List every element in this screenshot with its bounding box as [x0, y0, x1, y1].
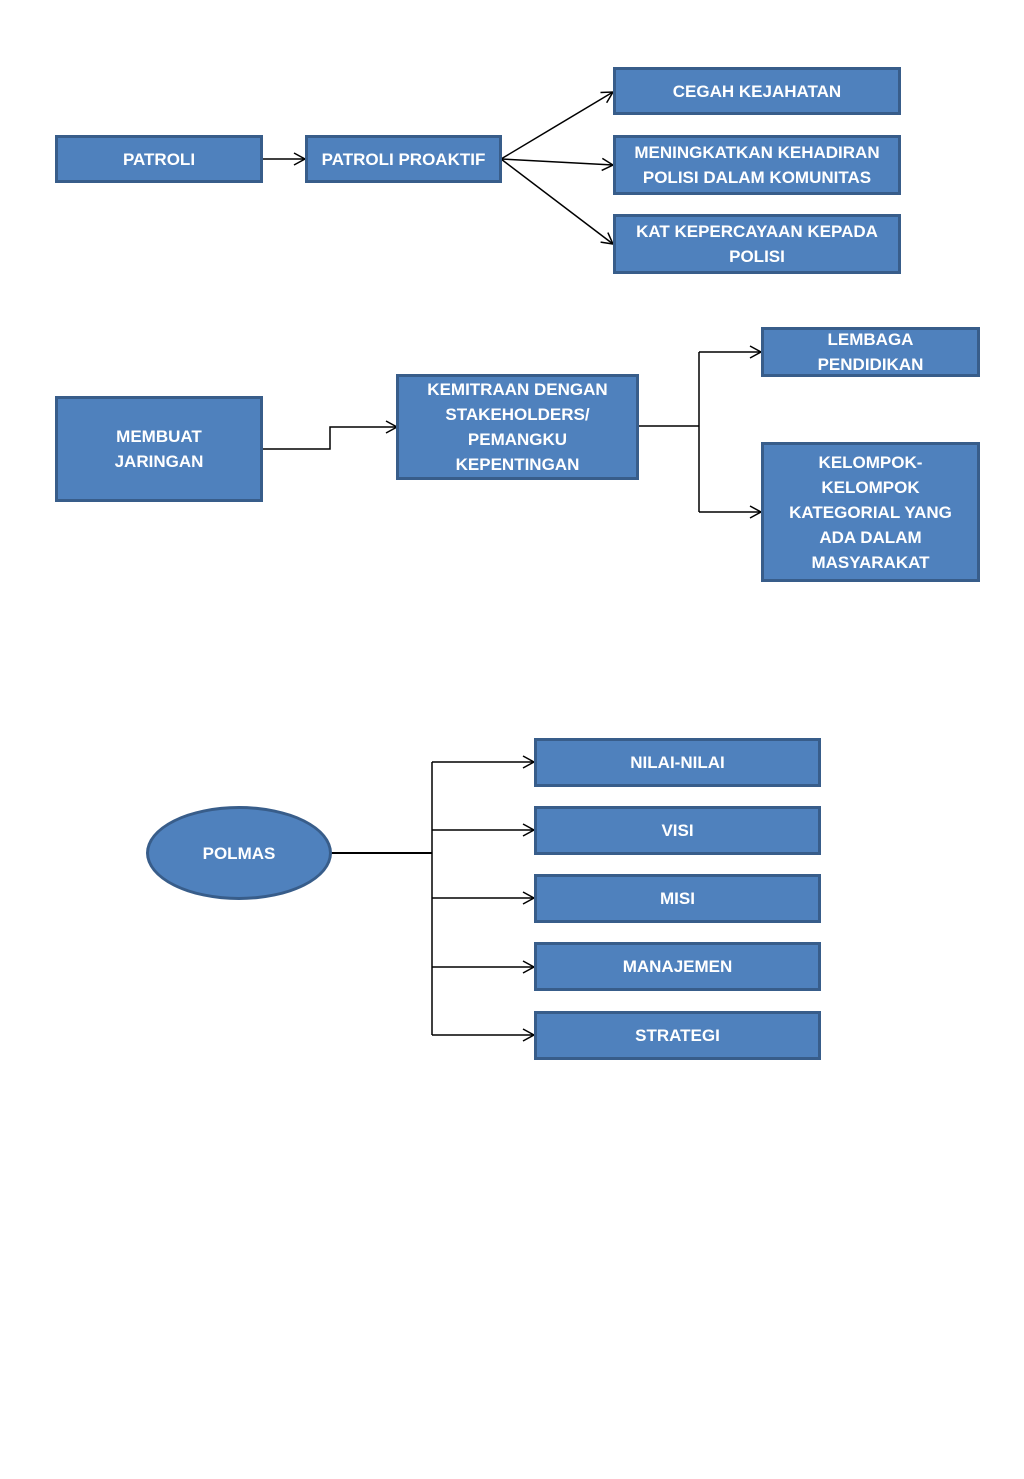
oval-polmas: POLMAS: [146, 806, 332, 900]
box-visi: VISI: [534, 806, 821, 855]
box-lembaga-pendidikan: LEMBAGA PENDIDIKAN: [761, 327, 980, 377]
box-patroli: PATROLI: [55, 135, 263, 183]
box-cegah-kejahatan: CEGAH KEJAHATAN: [613, 67, 901, 115]
box-kemitraan: KEMITRAAN DENGAN STAKEHOLDERS/ PEMANGKU …: [396, 374, 639, 480]
arrow-jaringan-to-kemitraan: [262, 420, 399, 450]
arrow-proaktif-to-cegah: [500, 91, 615, 160]
box-kelompok-kategorial: KELOMPOK- KELOMPOK KATEGORIAL YANG ADA D…: [761, 442, 980, 582]
box-membuat-jaringan: MEMBUAT JARINGAN: [55, 396, 263, 502]
box-manajemen: MANAJEMEN: [534, 942, 821, 991]
arrow-proaktif-to-kehadiran: [500, 157, 615, 172]
box-patroli-proaktif: PATROLI PROAKTIF: [305, 135, 502, 183]
box-strategi: STRATEGI: [534, 1011, 821, 1060]
box-meningkatkan-kehadiran: MENINGKATKAN KEHADIRAN POLISI DALAM KOMU…: [613, 135, 901, 195]
box-misi: MISI: [534, 874, 821, 923]
box-nilai-nilai: NILAI-NILAI: [534, 738, 821, 787]
box-kepercayaan: KAT KEPERCAYAAN KEPADA POLISI: [613, 214, 901, 274]
arrow-proaktif-to-kepercayaan: [500, 158, 615, 245]
